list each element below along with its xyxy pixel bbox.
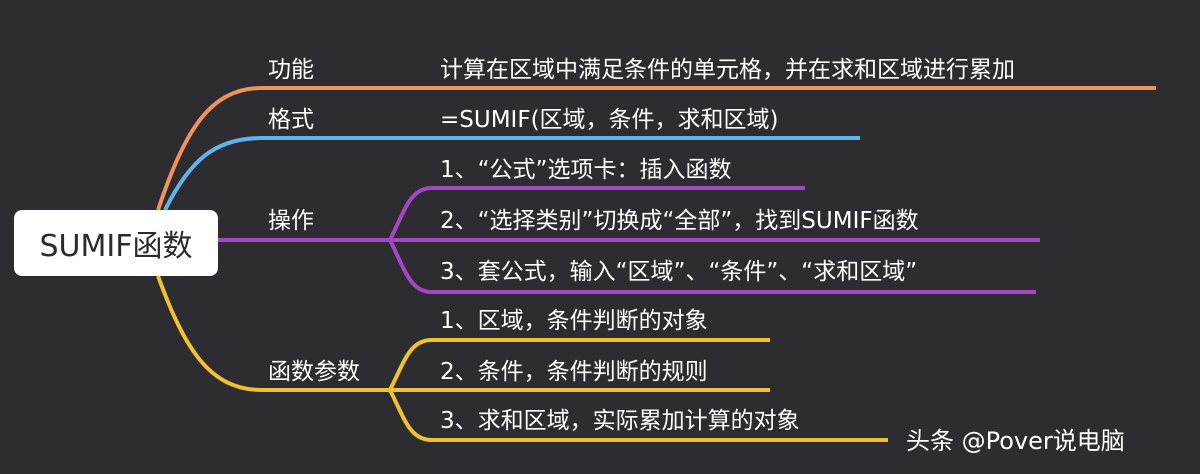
params-item-2: 2、条件，条件判断的规则 [440, 359, 708, 385]
params-item-1: 1、区域，条件判断的对象 [440, 308, 708, 334]
operation-item-3: 3、套公式，输入“区域”、“条件”、“求和区域” [440, 259, 918, 285]
params-item-3: 3、求和区域，实际累加计算的对象 [440, 408, 800, 434]
format-item-1: =SUMIF(区域，条件，求和区域) [440, 107, 779, 133]
function-item-1: 计算在区域中满足条件的单元格，并在求和区域进行累加 [440, 57, 1015, 83]
operation-item-2: 2、“选择类别”切换成“全部”，找到SUMIF函数 [440, 208, 919, 234]
operation-item-1: 1、“公式”选项卡：插入函数 [440, 157, 732, 183]
branch-function-label: 功能 [268, 57, 314, 83]
root-node-label: SUMIF函数 [39, 229, 193, 264]
connector-operation-3 [388, 239, 1036, 294]
connector-params-3 [388, 389, 888, 442]
branch-operation-label: 操作 [268, 208, 314, 234]
connector-function [156, 86, 1156, 211]
branch-format-label: 格式 [268, 107, 314, 133]
watermark-text: 头条 @Pover说电脑 [906, 427, 1125, 455]
connector-format [163, 136, 860, 211]
connector-operation-1 [388, 186, 805, 241]
connector-params [156, 275, 390, 392]
root-node[interactable]: SUMIF函数 [14, 210, 218, 276]
branch-params-label: 函数参数 [268, 359, 360, 385]
connector-params-1 [388, 338, 770, 391]
